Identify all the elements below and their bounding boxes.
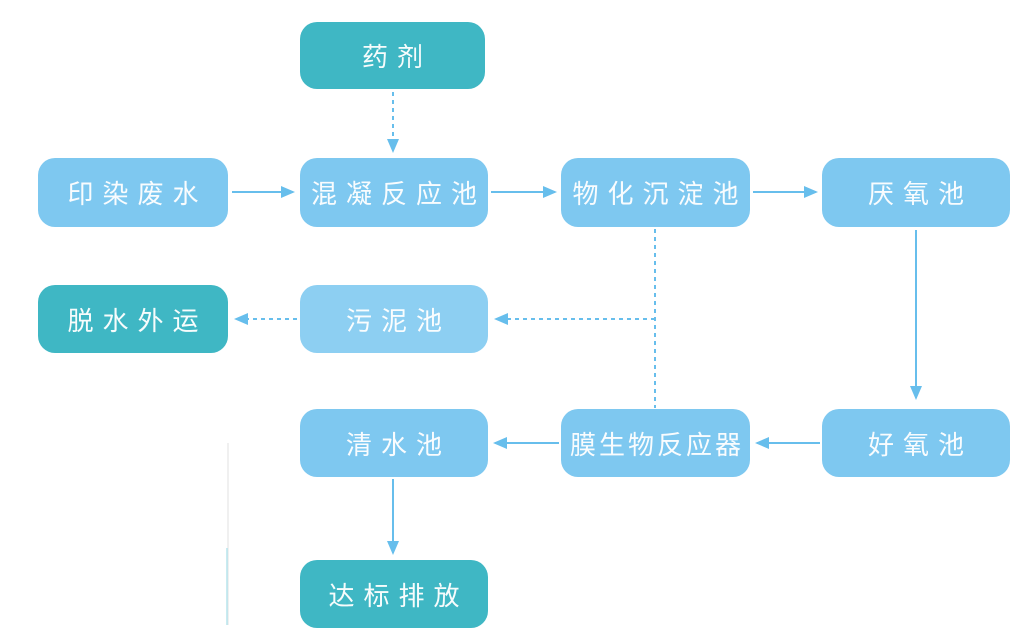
faint-remnant-line-gray	[227, 443, 229, 625]
node-compliant-discharge: 达标排放	[300, 560, 488, 628]
node-anaerobic-tank: 厌氧池	[822, 158, 1010, 227]
node-aerobic-tank: 好氧池	[822, 409, 1010, 477]
node-compliant-discharge-label: 达标排放	[328, 580, 469, 611]
node-membrane-bioreactor-label: 膜生物反应器	[569, 429, 744, 460]
node-membrane-bioreactor: 膜生物反应器	[561, 409, 750, 477]
node-dyeing-wastewater-label: 印染废水	[67, 179, 208, 209]
node-sludge-tank-label: 污泥池	[345, 305, 451, 336]
faint-remnant-line-cyan	[226, 548, 228, 625]
node-sludge-tank: 污泥池	[300, 285, 488, 353]
node-coagulation-reaction-tank-label: 混凝反应池	[310, 179, 486, 209]
node-clear-water-tank: 清水池	[300, 409, 488, 477]
node-dewatering-transport-label: 脱水外运	[67, 305, 208, 336]
node-clear-water-tank-label: 清水池	[345, 429, 451, 460]
node-chemical-agent-label: 药剂	[361, 42, 432, 72]
node-coagulation-reaction-tank: 混凝反应池	[300, 158, 488, 227]
node-chemical-agent: 药剂	[300, 22, 485, 89]
node-anaerobic-tank-label: 厌氧池	[867, 179, 973, 209]
node-dyeing-wastewater: 印染废水	[38, 158, 228, 227]
node-dewatering-transport: 脱水外运	[38, 285, 228, 353]
node-aerobic-tank-label: 好氧池	[867, 429, 973, 460]
node-physicochemical-sedimentation-tank: 物化沉淀池	[561, 158, 750, 227]
node-physicochemical-sedimentation-tank-label: 物化沉淀池	[572, 179, 748, 209]
